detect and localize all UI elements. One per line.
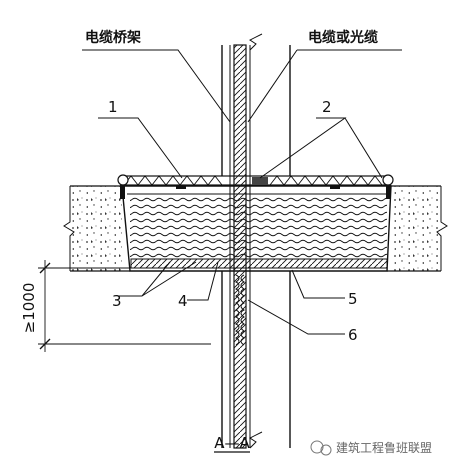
callout-6: 6 <box>348 326 358 344</box>
fire-stop-filling <box>121 185 392 272</box>
leader-lines <box>82 49 402 335</box>
callout-5: 5 <box>348 290 358 308</box>
cable-or-fiber-label: 电缆或光缆 <box>308 29 378 46</box>
watermark: 建筑工程鲁班联盟 <box>310 440 432 456</box>
top-cover-plate <box>117 174 394 199</box>
bottom-fire-board <box>130 258 388 269</box>
callout-1: 1 <box>108 98 118 116</box>
callout-3: 3 <box>112 292 122 310</box>
section-label: A—A <box>214 434 250 452</box>
dimension-label: ≥1000 <box>20 283 38 334</box>
cable-tray <box>221 33 291 449</box>
watermark-text: 建筑工程鲁班联盟 <box>336 440 432 455</box>
callout-2: 2 <box>322 98 332 116</box>
cable-tray-label: 电缆桥架 <box>85 29 141 46</box>
dimension-line <box>38 260 211 352</box>
floor-slab <box>63 185 448 272</box>
callout-4: 4 <box>178 292 188 310</box>
